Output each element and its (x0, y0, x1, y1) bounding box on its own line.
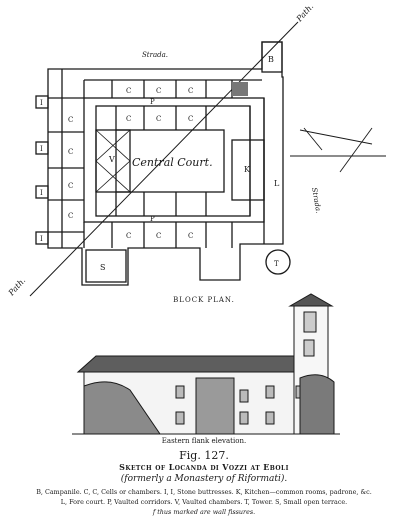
label-c: C (156, 232, 161, 240)
label-c: C (68, 148, 73, 156)
left-shaded-volume (83, 381, 161, 435)
terrace-s (85, 249, 127, 283)
label-s: S (100, 263, 105, 272)
figure-subtitle: (formerly a Monastery of Riformati). (120, 474, 288, 484)
strada-label-right: Strada. (310, 187, 322, 214)
diagonal-path (29, 21, 299, 297)
label-p-bottom: P (150, 215, 155, 223)
window (175, 411, 185, 425)
label-i: I (40, 189, 43, 197)
block-plan-title: BLOCK PLAN. (173, 296, 235, 304)
window (239, 411, 249, 425)
path-label-top: Path. (294, 2, 315, 24)
central-court-label: Central Court. (132, 156, 213, 169)
legend-line-2: L, Fore court. P, Vaulted corridors. V, … (60, 498, 348, 506)
figure-number: Fig. 127. (179, 449, 229, 462)
middle-dark-wall (195, 377, 235, 435)
window (175, 385, 185, 399)
label-c: C (156, 87, 161, 95)
label-i: I (40, 99, 43, 107)
label-t: T (274, 260, 279, 268)
legend-line-1: B, Campanile. C, C, Cells or chambers. I… (36, 488, 372, 496)
legend-line-3: f thus marked are wall fissures. (152, 508, 256, 516)
label-b: B (268, 55, 274, 64)
window (239, 389, 249, 403)
central-court-outline (115, 129, 225, 193)
figure-title: Sketch of Locanda di Vozzi at Eboli (119, 462, 289, 472)
label-c: C (68, 212, 73, 220)
label-c: C (126, 115, 131, 123)
window (265, 385, 275, 399)
label-i: I (40, 145, 43, 153)
label-c: C (188, 232, 193, 240)
block-plan-drawing: Path. Path. Strada. Strada. Central Cour… (6, 2, 386, 298)
label-v: V (108, 155, 115, 164)
label-p-top: P (150, 98, 155, 106)
label-l: L (274, 179, 280, 188)
hatched-corner (232, 82, 248, 96)
tower-mid-window (303, 339, 315, 357)
tower-roof (288, 293, 334, 307)
right-shade (299, 374, 335, 435)
label-c: C (68, 116, 73, 124)
label-c: C (126, 87, 131, 95)
label-c: C (126, 232, 131, 240)
main-roof (76, 355, 307, 373)
tower-t (265, 249, 291, 275)
label-k: K (244, 165, 251, 174)
label-c: C (156, 115, 161, 123)
label-c: C (188, 115, 193, 123)
vault-cross (95, 129, 131, 193)
elevation-drawing (72, 293, 340, 435)
strada-label-top: Strada. (142, 51, 168, 59)
campanile-b (261, 41, 283, 73)
label-i: I (40, 235, 43, 243)
label-c: C (68, 182, 73, 190)
elevation-caption: Eastern flank elevation. (161, 437, 247, 445)
compass-lines (290, 127, 386, 173)
label-c: C (188, 87, 193, 95)
window (265, 411, 275, 425)
tower-upper-window (303, 311, 317, 333)
